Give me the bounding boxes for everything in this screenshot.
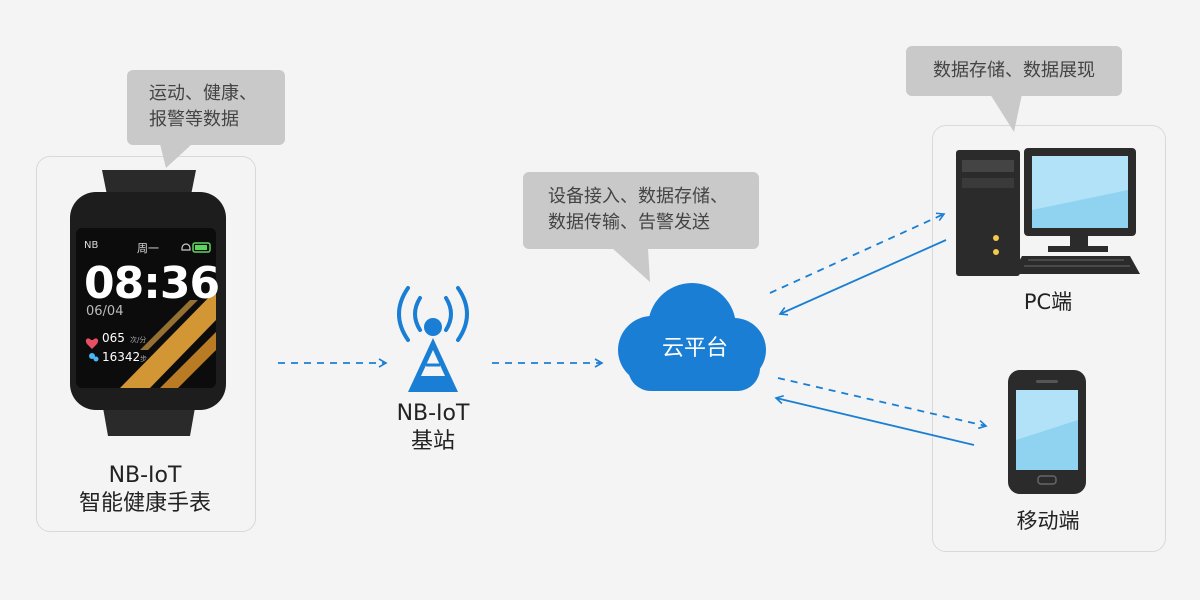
watch-heart-unit-text: 次/分 — [130, 336, 147, 344]
watch-bubble-line-1: 运动、健康、 — [149, 83, 257, 104]
cloud-label: 云平台 — [661, 336, 728, 361]
pc-icon — [956, 148, 1140, 276]
mobile-phone-icon — [1008, 370, 1086, 494]
cloud-bubble-line-1: 设备接入、数据存储、 — [548, 186, 728, 207]
pc-label: PC端 — [1023, 290, 1073, 314]
watch-steps-unit-text: 步 — [140, 355, 147, 363]
watch-label: NB-IoT 智能健康手表 — [60, 462, 230, 518]
arrow-cloud-to-mobile — [777, 377, 988, 430]
cloud-icon — [618, 283, 766, 391]
pc-bubble: 数据存储、数据展现 — [906, 46, 1122, 96]
cloud-bubble-line-2: 数据传输、告警发送 — [548, 212, 710, 233]
pc-bubble-tail — [990, 94, 1022, 132]
arrow-cloud-to-pc — [769, 212, 946, 294]
base-station-icon — [397, 286, 469, 392]
pc-bubble-text: 数据存储、数据展现 — [933, 60, 1095, 81]
watch-time-text: 08:36 — [84, 258, 220, 309]
station-label-line-1: NB-IoT — [396, 401, 470, 426]
station-label: NB-IoT 基站 — [383, 400, 483, 456]
mobile-label: 移动端 — [1016, 509, 1080, 533]
watch-bubble-tail — [160, 144, 192, 168]
smartwatch-icon — [70, 170, 226, 436]
cloud-bubble-tail — [612, 248, 650, 282]
station-label-line-2: 基站 — [410, 429, 455, 454]
watch-bubble-line-2: 报警等数据 — [149, 109, 239, 130]
watch-heart-rate-text: 065 — [102, 331, 125, 345]
watch-network-text: NB — [84, 240, 99, 251]
arrow-mobile-to-cloud — [774, 394, 975, 446]
watch-steps-text: 16342 — [102, 350, 141, 364]
watch-label-line-2: 智能健康手表 — [78, 491, 211, 516]
arrow-pc-to-cloud — [778, 239, 947, 316]
cloud-bubble: 设备接入、数据存储、 数据传输、告警发送 — [523, 172, 759, 249]
watch-bubble: 运动、健康、 报警等数据 — [127, 70, 285, 145]
watch-weekday-text: 周一 — [137, 242, 159, 255]
watch-label-line-1: NB-IoT — [108, 463, 182, 488]
watch-date-text: 06/04 — [86, 304, 124, 319]
